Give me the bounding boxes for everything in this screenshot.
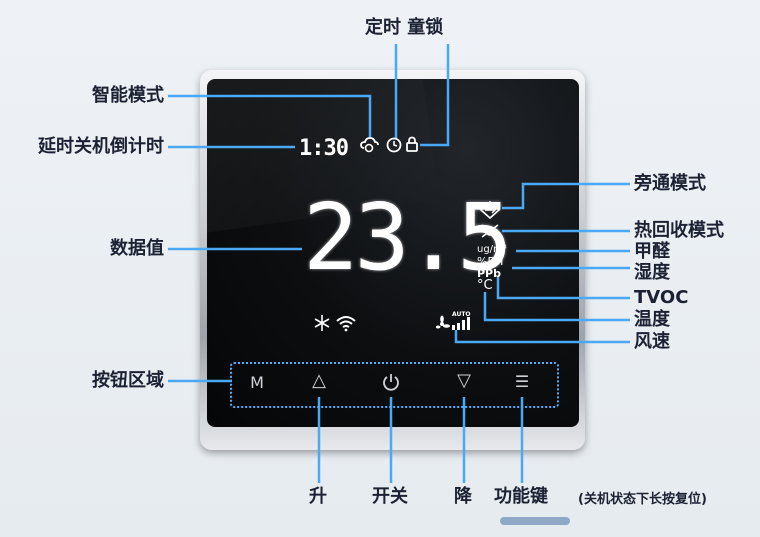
up-label: 升 xyxy=(309,486,327,507)
fan-auto-label: AUTO xyxy=(452,311,471,318)
temperature-unit: °C xyxy=(477,278,493,293)
formaldehyde-unit: ug/m³ xyxy=(477,244,507,255)
humidity-label: 湿度 xyxy=(634,262,670,283)
button-area xyxy=(230,362,559,408)
temperature-label: 温度 xyxy=(634,309,670,330)
tvoc-unit: PPb xyxy=(477,267,501,280)
mode-button[interactable]: M xyxy=(250,373,264,392)
lock-icon xyxy=(406,136,418,152)
formaldehyde-label: 甲醛 xyxy=(634,241,670,262)
smart-mode-label: 智能模式 xyxy=(92,85,164,106)
down-button[interactable]: ▽ xyxy=(457,370,471,391)
main-value-display: 23.5 xyxy=(303,184,513,291)
bypass-icon xyxy=(479,200,501,220)
fan-speed-label: 风速 xyxy=(634,331,670,352)
smart-mode-icon xyxy=(360,137,379,153)
tvoc-label: TVOC xyxy=(634,287,689,308)
delay-shutdown-label: 延时关机倒计时 xyxy=(38,136,164,157)
wifi-icon xyxy=(336,316,356,332)
snowflake-icon xyxy=(314,315,330,331)
power-label: 开关 xyxy=(372,486,408,507)
power-button[interactable] xyxy=(381,372,401,392)
function-key-label: 功能键 xyxy=(494,486,548,507)
down-label: 降 xyxy=(454,486,472,507)
heat-recovery-icon xyxy=(481,224,499,238)
timer-display: 1:30 xyxy=(299,136,349,161)
up-button[interactable]: △ xyxy=(312,370,326,391)
decorative-bar xyxy=(500,517,570,525)
reset-note: (关机状态下长按复位) xyxy=(578,492,707,507)
button-area-label: 按钮区域 xyxy=(92,370,164,391)
humidity-unit: %RH xyxy=(477,255,504,268)
heat-recovery-label: 热回收模式 xyxy=(634,220,724,241)
bypass-mode-label: 旁通模式 xyxy=(634,173,706,194)
menu-button[interactable]: ☰ xyxy=(514,372,530,391)
fan-speed-icon xyxy=(436,315,470,330)
data-value-label: 数据值 xyxy=(110,238,164,259)
screen-glass xyxy=(207,79,579,427)
timer-child-lock-label: 定时 童锁 xyxy=(365,17,444,38)
timer-icon xyxy=(386,137,402,153)
